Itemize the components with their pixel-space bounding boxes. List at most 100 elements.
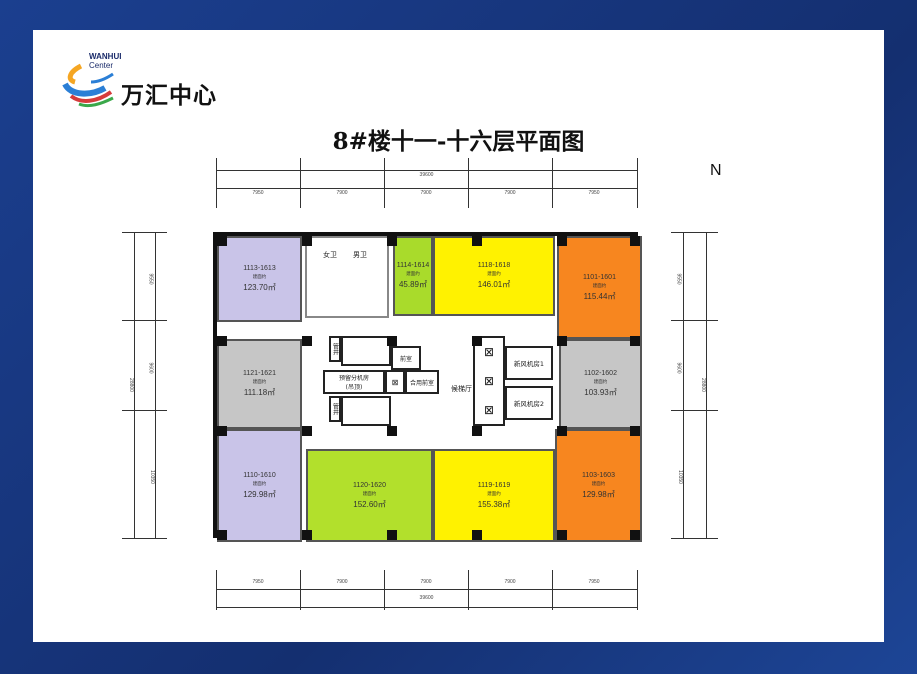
dimension-label: 7900 xyxy=(420,579,432,585)
unit-no: 1114-1614 xyxy=(396,262,430,269)
unit-sub: 建面约 xyxy=(487,272,501,277)
unit-sub: 建面约 xyxy=(362,491,377,497)
stair-1 xyxy=(341,336,391,366)
dimension-label: 39600 xyxy=(419,172,434,178)
wanhui-logo-mark xyxy=(62,63,114,108)
dimension-label: 7950 xyxy=(252,579,264,585)
anteroom: 前室 xyxy=(391,346,421,370)
unit-1102-1602: 1102-1602 建面约 103.93㎡ xyxy=(559,339,642,429)
dimension-line xyxy=(300,158,301,208)
structural-column xyxy=(472,336,482,346)
unit-sub: 建面约 xyxy=(592,283,607,289)
structural-column xyxy=(217,236,227,246)
dimension-line xyxy=(122,232,167,233)
dimension-label: 7950 xyxy=(588,579,600,585)
unit-1110-1610: 1110-1610 建面约 129.98㎡ xyxy=(217,429,302,542)
elevator-icon: ⊠ xyxy=(483,373,495,388)
dimension-line xyxy=(216,188,637,189)
women-restroom-label: 女卫 xyxy=(323,251,337,259)
unit-sub: 建面约 xyxy=(252,481,267,487)
dimension-line xyxy=(216,607,637,608)
dimension-label: 7900 xyxy=(504,190,516,196)
dimension-label: 10350 xyxy=(148,470,155,484)
unit-area: 45.89㎡ xyxy=(398,280,428,289)
unit-no: 1110-1610 xyxy=(243,471,276,479)
dimension-line xyxy=(216,170,637,171)
dimension-line xyxy=(155,232,156,538)
elevator-icon: ⊠ xyxy=(385,370,405,394)
dimension-line xyxy=(122,538,167,539)
structural-column xyxy=(387,336,397,346)
dimension-line xyxy=(671,538,718,539)
structural-column xyxy=(302,336,312,346)
unit-area: 103.93㎡ xyxy=(584,388,617,397)
dimension-line xyxy=(384,570,385,610)
dimension-label: 7900 xyxy=(504,579,516,585)
structural-column xyxy=(557,426,567,436)
unit-area: 129.98㎡ xyxy=(243,489,276,499)
pipe-shaft-2: 管井 xyxy=(329,396,341,422)
men-restroom-label: 男卫 xyxy=(353,251,367,259)
structural-column xyxy=(217,530,227,540)
unit-area: 115.44㎡ xyxy=(583,291,616,301)
dimension-line xyxy=(122,320,167,321)
reserved-room: 预留分机房(吊顶) xyxy=(323,370,385,394)
unit-area: 129.98㎡ xyxy=(582,489,615,499)
dimension-line xyxy=(671,232,718,233)
dimension-line xyxy=(134,232,135,538)
unit-no: 1102-1602 xyxy=(584,370,617,377)
dimension-label: 7900 xyxy=(420,190,432,196)
structural-column xyxy=(557,336,567,346)
stair-2 xyxy=(341,396,391,426)
page-title: 8#楼十一-十六层平面图 xyxy=(332,128,585,155)
unit-area: 146.01㎡ xyxy=(477,280,511,289)
unit-no: 1101-1601 xyxy=(583,273,616,281)
dimension-line xyxy=(300,570,301,610)
structural-column xyxy=(302,236,312,246)
dimension-line xyxy=(706,232,707,538)
structural-column xyxy=(630,336,640,346)
unit-area: 123.70㎡ xyxy=(243,283,276,292)
structural-column xyxy=(472,530,482,540)
structural-column xyxy=(630,426,640,436)
structural-column xyxy=(387,426,397,436)
structural-column xyxy=(302,530,312,540)
unit-sub: 建面约 xyxy=(591,481,606,487)
unit-no: 1119-1619 xyxy=(477,481,511,489)
structural-column xyxy=(630,236,640,246)
unit-no: 1103-1603 xyxy=(582,471,615,479)
dimension-line xyxy=(216,589,637,590)
structural-column xyxy=(557,530,567,540)
dimension-label: 7950 xyxy=(588,190,600,196)
dimension-label: 9600 xyxy=(675,362,682,374)
unit-sub: 建面约 xyxy=(487,491,501,497)
elevator-icon: ⊠ xyxy=(483,345,495,360)
dimension-line xyxy=(384,158,385,208)
dimension-line xyxy=(216,158,217,208)
dimension-label: 7900 xyxy=(336,190,348,196)
structural-column xyxy=(472,236,482,246)
dimension-label: 9550 xyxy=(675,273,682,285)
dimension-label: 9600 xyxy=(147,362,154,374)
unit-no: 1120-1620 xyxy=(353,481,386,489)
unit-sub: 建面约 xyxy=(593,380,608,385)
dimension-line xyxy=(637,570,638,610)
dimension-line xyxy=(683,232,684,538)
dimension-label: 28800 xyxy=(699,378,706,392)
structural-column xyxy=(387,530,397,540)
dimension-line xyxy=(552,570,553,610)
shared-anteroom: 合用前室 xyxy=(405,370,439,394)
dimension-label: 9550 xyxy=(147,273,154,285)
structural-column xyxy=(630,530,640,540)
north-indicator: N xyxy=(710,162,722,179)
unit-1103-1603: 1103-1603 建面约 129.98㎡ xyxy=(555,429,642,542)
elevator-icon: ⊠ xyxy=(483,402,495,417)
